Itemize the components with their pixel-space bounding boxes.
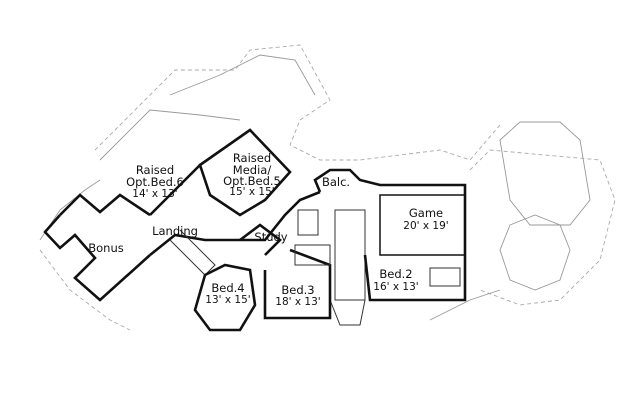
svg-text:Game: Game [409, 206, 443, 220]
svg-text:Media/: Media/ [233, 163, 272, 177]
svg-text:Opt.Bed.6: Opt.Bed.6 [126, 175, 184, 189]
svg-text:15' x 15': 15' x 15' [229, 186, 274, 198]
room-label-bed3: Bed.3 18' x 13' [275, 283, 320, 308]
room-label-bed2: Bed.2 16' x 13' [373, 267, 418, 293]
svg-text:18' x 13': 18' x 13' [275, 296, 320, 308]
svg-text:Raised: Raised [136, 163, 174, 177]
svg-text:16' x 13': 16' x 13' [373, 281, 418, 293]
room-label-media: Raised Media/ Opt.Bed.5 15' x 15' [223, 151, 281, 198]
room-label-balc: Balc. [322, 175, 350, 189]
room-label-bed4: Bed.4 13' x 15' [205, 281, 250, 306]
walls [43, 128, 467, 332]
room-label-bonus: Bonus [88, 241, 124, 255]
svg-text:Raised: Raised [233, 151, 271, 165]
svg-text:20' x 19': 20' x 19' [403, 220, 448, 232]
room-label-study: Study [254, 230, 287, 244]
room-label-game: Game 20' x 19' [403, 206, 448, 232]
svg-text:Opt.Bed.5: Opt.Bed.5 [223, 174, 281, 188]
svg-text:Bed.3: Bed.3 [281, 283, 314, 297]
room-label-bed6: Raised Opt.Bed.6 14' x 13' [126, 163, 184, 200]
svg-text:14' x 13': 14' x 13' [132, 188, 177, 200]
room-label-landing: Landing [152, 224, 198, 238]
svg-text:Bed.4: Bed.4 [211, 281, 244, 295]
svg-text:13' x 15': 13' x 15' [205, 294, 250, 306]
lower-level-outline [39, 44, 616, 331]
svg-text:Bed.2: Bed.2 [379, 267, 412, 281]
